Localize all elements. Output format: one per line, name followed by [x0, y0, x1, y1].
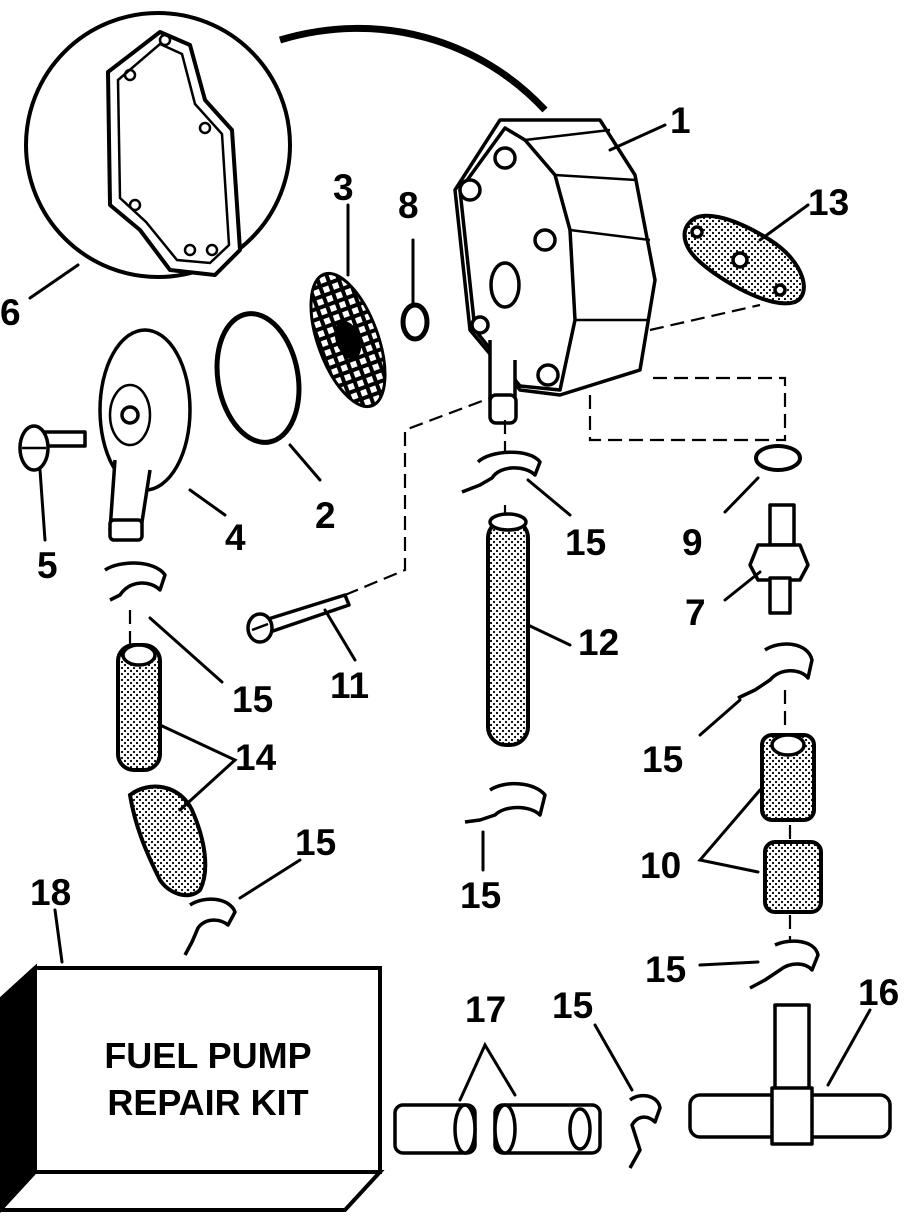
callout-1: 1	[670, 100, 691, 141]
callout-7: 7	[685, 592, 706, 633]
filter-screen	[309, 271, 387, 409]
gasket-inset	[24, 11, 548, 279]
callout-15f: 15	[645, 949, 686, 990]
washer	[754, 444, 802, 472]
callout-14: 14	[235, 737, 277, 778]
callout-18: 18	[30, 872, 71, 913]
callout-3: 3	[333, 167, 354, 208]
callout-17: 17	[465, 989, 506, 1030]
cover-screw	[18, 424, 87, 472]
kit-label-line1: FUEL PUMP	[104, 1035, 311, 1076]
kit-label-line2: REPAIR KIT	[107, 1082, 308, 1123]
callout-2: 2	[315, 495, 336, 536]
hose-couplers	[393, 1103, 602, 1155]
hose-long	[486, 512, 530, 747]
callout-16: 16	[858, 972, 899, 1013]
callout-8: 8	[398, 185, 419, 226]
hoses-short	[116, 643, 208, 898]
callout-15e: 15	[460, 875, 501, 916]
callout-12: 12	[578, 622, 619, 663]
callout-15b: 15	[232, 679, 273, 720]
pump-cover	[98, 328, 192, 542]
callout-15c: 15	[642, 739, 683, 780]
long-screw	[246, 593, 351, 644]
tee-fitting	[688, 1003, 892, 1146]
pump-body	[453, 118, 657, 425]
small-gasket	[682, 213, 806, 306]
callout-9: 9	[682, 522, 703, 563]
callout-4: 4	[225, 517, 246, 558]
o-ring-small	[400, 302, 430, 342]
hose-clips	[104, 450, 820, 1169]
callout-10: 10	[640, 845, 681, 886]
callout-11: 11	[330, 665, 369, 706]
callout-15d: 15	[295, 822, 336, 863]
callout-6: 6	[0, 292, 21, 333]
leader-lines	[28, 123, 872, 1102]
callout-13: 13	[808, 182, 849, 223]
callout-15g: 15	[552, 985, 593, 1026]
fitting	[748, 503, 810, 615]
callout-15a: 15	[565, 522, 606, 563]
callout-numbers: 1 13 3 8 6 2 4 5 15 9 7 12 11 15 15 14 1…	[0, 100, 899, 1030]
filter-elements	[760, 733, 823, 914]
o-ring-large	[214, 311, 302, 445]
repair-kit-box: FUEL PUMP REPAIR KIT	[0, 963, 385, 1213]
callout-5: 5	[37, 545, 58, 586]
